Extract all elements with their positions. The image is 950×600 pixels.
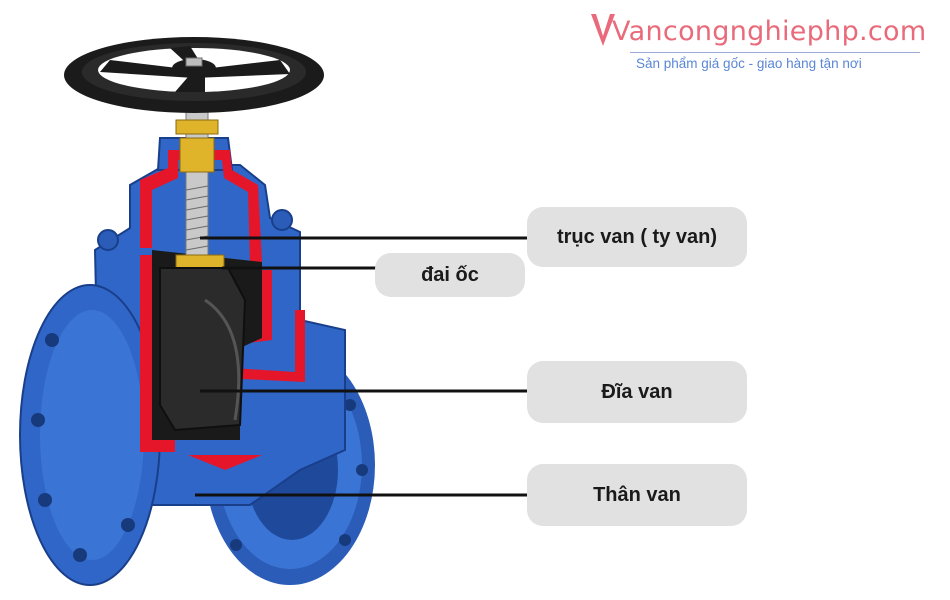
callout-nut-label: đai ốc (421, 263, 479, 286)
brand-logo: Vancongnghiephp.com Sản phẩm giá gốc - g… (590, 8, 935, 78)
left-flange (19, 284, 161, 586)
brass-gland (175, 119, 219, 173)
wedge-disc (159, 267, 247, 432)
callout-body-label: Thân van (593, 483, 681, 506)
brand-name: Vancongnghiephp.com (612, 16, 927, 47)
brand-slogan: Sản phẩm giá gốc - giao hàng tận nơi (636, 56, 862, 71)
callout-stem-label: trục van ( ty van) (556, 225, 718, 248)
leader-lines (195, 236, 528, 497)
brand-v-mark-icon (591, 14, 615, 46)
callout-stem: trục van ( ty van) (527, 207, 747, 267)
callout-body: Thân van (527, 464, 747, 526)
callout-disc-label: Đĩa van (601, 380, 673, 403)
brand-divider (630, 52, 920, 53)
handwheel (64, 37, 324, 113)
callout-nut: đai ốc (375, 253, 525, 297)
callout-disc: Đĩa van (527, 361, 747, 423)
section-cut-walls (140, 150, 305, 470)
